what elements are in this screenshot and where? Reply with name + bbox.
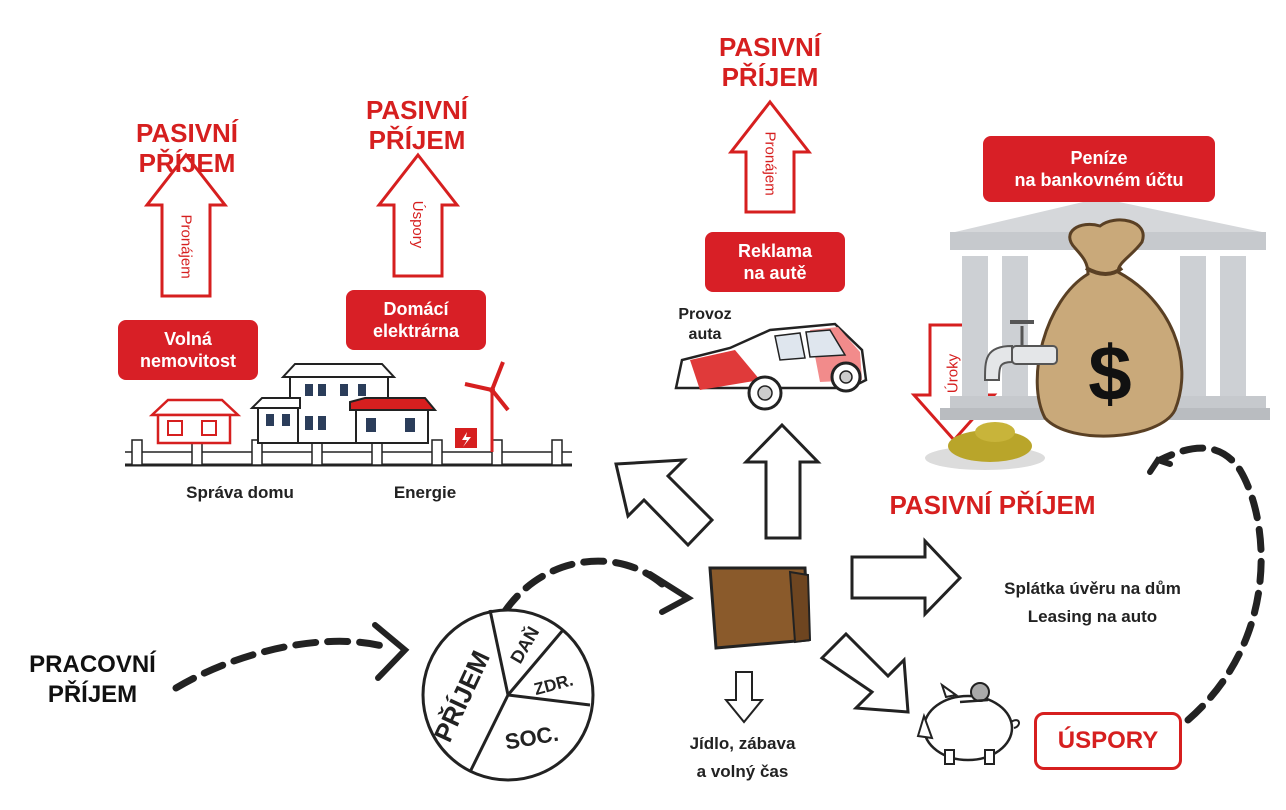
wallet-arrows: [614, 422, 963, 724]
money-bag-illustration: $: [925, 218, 1184, 470]
passive-income-title-bank: PASIVNÍ PŘÍJEM: [889, 490, 1096, 520]
arrow-to-food: [723, 671, 765, 724]
savings-box: ÚSPORY: [1034, 712, 1182, 770]
passive-income-title-rental: PASIVNÍ PŘÍJEM: [135, 118, 239, 178]
up-arrow-rent-2: [727, 99, 813, 214]
car-illustration: [674, 322, 868, 411]
arrow-to-houses: [614, 458, 715, 548]
label-loan-payments: Splátka úvěru na dům Leasing na auto: [1004, 579, 1181, 626]
dashed-arrow-savings-to-bank: [1156, 444, 1265, 724]
arrow-label-rent-1: Pronájem: [177, 214, 195, 279]
label-car-operation: Provoz auta: [678, 306, 732, 343]
label-house-management: Správa domu: [186, 483, 294, 502]
passive-income-title-energy: PASIVNÍ PŘÍJEM: [365, 95, 469, 155]
bank-illustration: [940, 198, 1270, 420]
arrow-to-loans: [850, 537, 963, 618]
label-food-fun: Jídlo, zábava a volný čas: [689, 734, 796, 781]
box-free-property: Volná nemovitost: [118, 320, 258, 380]
arrow-label-rent-2: Pronájem: [761, 131, 779, 196]
arrow-to-savings: [819, 631, 910, 714]
houses-illustration: [125, 361, 572, 467]
income-pie-chart: PŘÍJEM DAŇ ZDR. SOC.: [421, 608, 595, 782]
arrow-to-car: [742, 422, 822, 540]
arrow-label-savings: Úspory: [409, 200, 426, 249]
up-arrow-rent-1: [143, 152, 229, 298]
passive-income-title-car: PASIVNÍ PŘÍJEM: [718, 32, 822, 92]
piggy-bank-icon: [916, 682, 1020, 765]
arrow-label-interest: Úroky: [944, 353, 962, 394]
dollar-sign-icon: $: [1088, 329, 1131, 417]
up-arrow-savings: [375, 152, 461, 278]
wallet-icon: [708, 566, 812, 650]
box-home-power-plant: Domácí elektrárna: [346, 290, 486, 350]
work-income-title: PRACOVNÍ PŘÍJEM: [29, 651, 156, 708]
dashed-arrow-work-to-pie: [172, 637, 394, 692]
label-energy: Energie: [393, 483, 457, 502]
box-car-advertising: Reklama na autě: [705, 232, 845, 292]
box-bank-account-money: Peníze na bankovném účtu: [983, 136, 1215, 202]
